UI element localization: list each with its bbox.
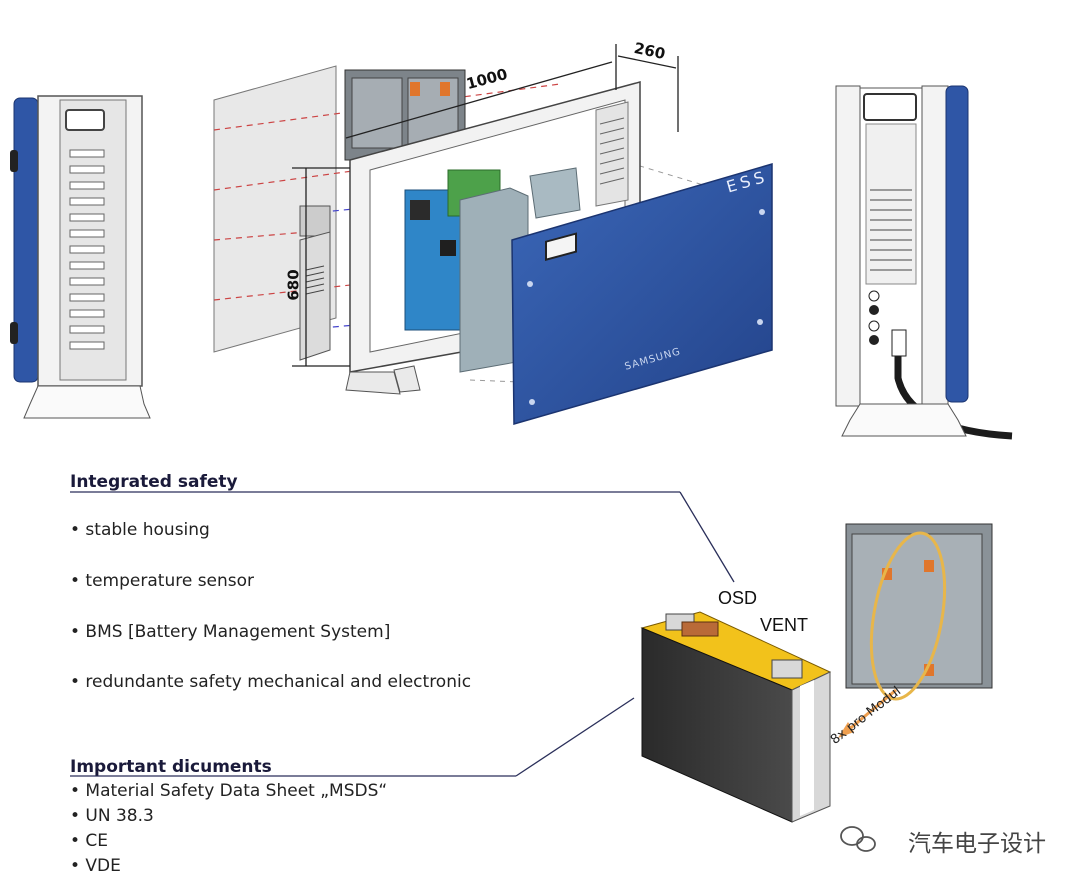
ess-front-panel [511, 162, 773, 425]
safety-item-2: • temperature sensor [70, 571, 255, 591]
doc-item-4: • VDE [70, 856, 121, 876]
vent-label: VENT [760, 615, 809, 635]
doc-item-3: • CE [70, 831, 109, 851]
safety-item-4: • redundante safety mechanical and elect… [70, 672, 472, 692]
integrated-safety-title: Integrated safety [70, 472, 238, 492]
left-side-view [10, 95, 151, 419]
safety-item-3: • BMS [Battery Management System] [70, 622, 391, 642]
watermark-text: 汽车电子设计 [908, 831, 1046, 857]
center-exploded-view [213, 65, 773, 425]
prismatic-cell [640, 611, 832, 823]
safety-item-1: • stable housing [70, 520, 210, 540]
leader-lines [70, 491, 735, 777]
battery-module [838, 523, 993, 738]
watermark: 汽车电子设计 [908, 824, 1046, 858]
dimension-height: 680 [284, 269, 303, 301]
dimension-lines [292, 44, 679, 367]
osd-label: OSD [718, 588, 758, 608]
important-documents-title: Important dicuments [70, 757, 272, 777]
right-side-view [835, 85, 1013, 440]
doc-item-1: • Material Safety Data Sheet „MSDS“ [70, 781, 388, 801]
wechat-icon [840, 826, 876, 852]
doc-item-2: • UN 38.3 [70, 806, 154, 826]
